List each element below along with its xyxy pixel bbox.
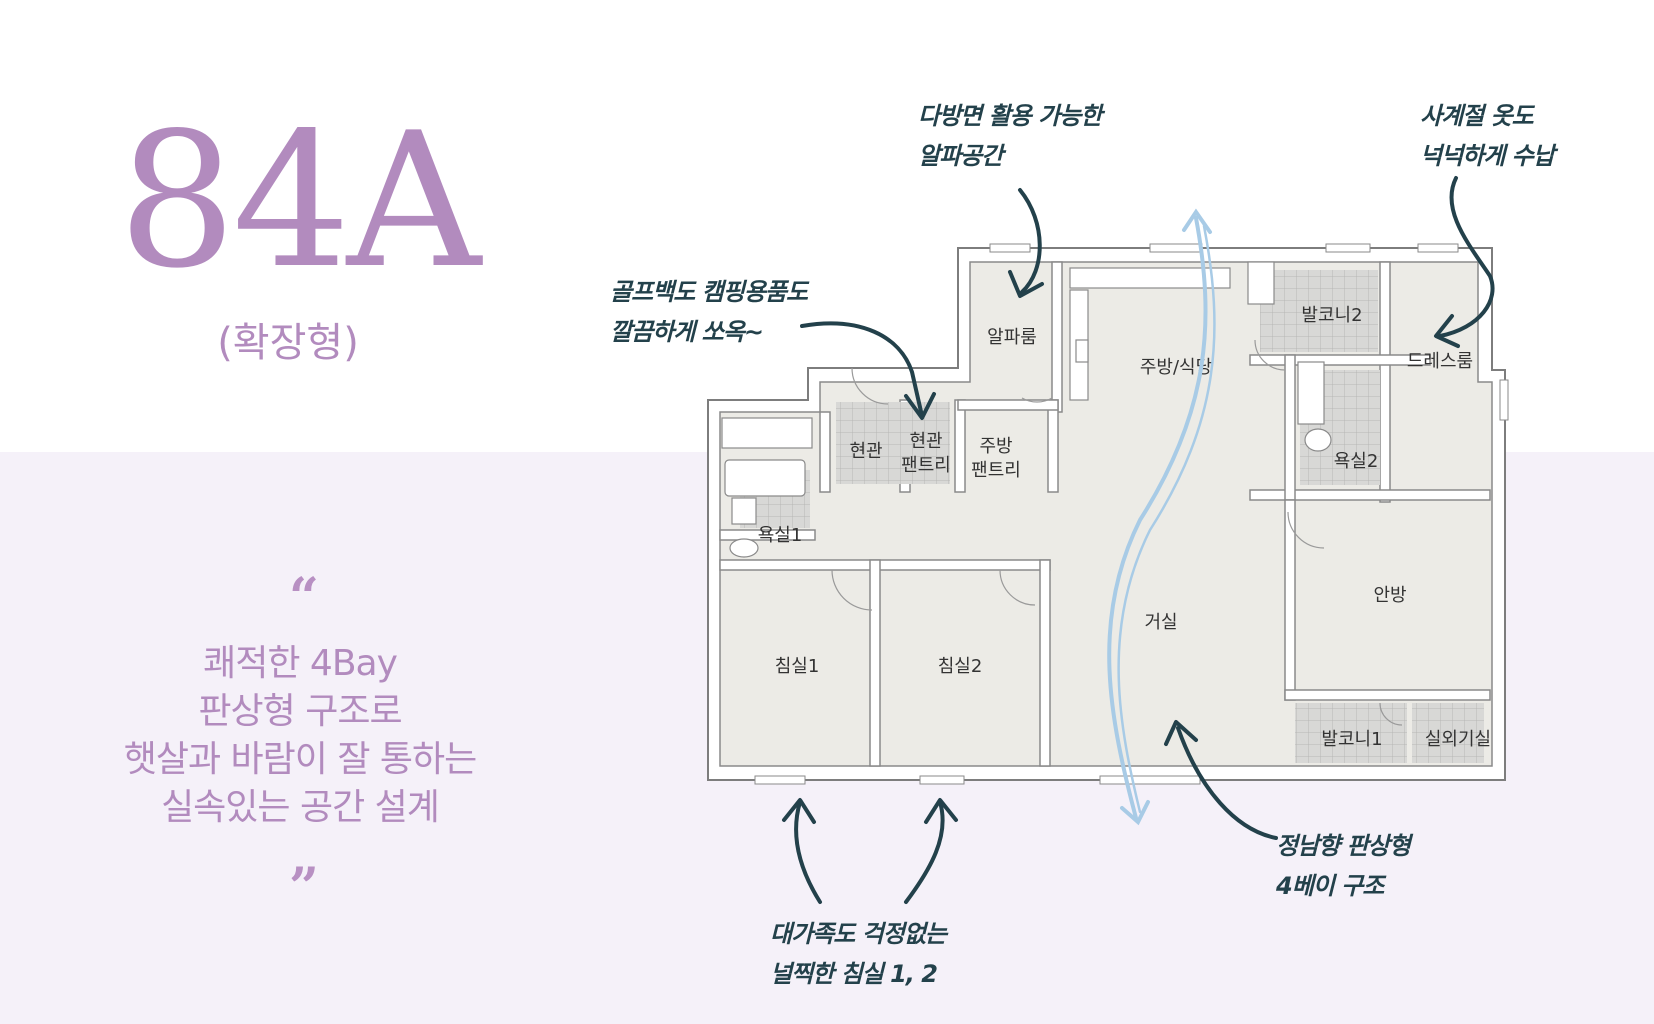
annotation-line: 넉넉하게 수납 [1420, 142, 1555, 170]
unit-type-subtitle: (확장형) [217, 320, 359, 366]
room-bath2: 욕실2 [1334, 451, 1379, 472]
annotation-pantry: 골프백도 캠핑용품도 깔끔하게 쏘옥~ [610, 272, 808, 352]
room-entrance-pantry-line2: 팬트리 [901, 455, 951, 476]
room-balcony1: 발코니1 [1321, 729, 1382, 750]
unit-type-title: 84A [118, 92, 481, 309]
close-quote-icon: ” [289, 857, 319, 918]
hand-drawn-arrow-icon [782, 176, 1495, 904]
room-bath1: 욕실1 [758, 525, 803, 546]
annotation-bedrooms: 대가족도 걱정없는 널찍한 침실 1, 2 [770, 914, 947, 994]
annotation-dressroom: 사계절 옷도 넉넉하게 수납 [1420, 96, 1555, 176]
room-kitchen-pantry-line2: 팬트리 [971, 460, 1021, 481]
tiled-areas [740, 270, 1484, 763]
room-dressroom: 드레스룸 [1407, 351, 1473, 372]
room-bedroom2: 침실2 [938, 656, 983, 677]
room-outdoor-unit: 실외기실 [1425, 729, 1491, 750]
annotation-line: 골프백도 캠핑용품도 [610, 278, 808, 306]
annotation-line: 다방면 활용 가능한 [918, 102, 1102, 130]
slogan-line: 판상형 구조로 [198, 691, 402, 732]
slogan-line: 실속있는 공간 설계 [161, 787, 440, 828]
airflow-arrow-icon [1107, 208, 1216, 826]
fixtures [721, 261, 1332, 558]
annotation-line: 대가족도 걱정없는 [770, 920, 947, 948]
annotation-line: 알파공간 [918, 142, 1003, 170]
room-living: 거실 [1144, 612, 1177, 633]
slogan-line: 햇살과 바람이 잘 통하는 [123, 739, 478, 780]
room-bedroom1: 침실1 [775, 656, 820, 677]
interior-walls [719, 261, 1491, 767]
annotation-line: 사계절 옷도 [1420, 102, 1534, 130]
annotation-line: 널찍한 침실 1, 2 [770, 960, 938, 988]
room-kitchen-pantry-line1: 주방 [979, 436, 1012, 457]
room-entrance-pantry-line1: 현관 [909, 431, 942, 452]
annotation-alpha: 다방면 활용 가능한 알파공간 [918, 96, 1102, 176]
room-balcony2: 발코니2 [1301, 305, 1362, 326]
annotation-line: 4베이 구조 [1276, 872, 1384, 900]
slogan-line: 쾌적한 4Bay [203, 643, 398, 684]
room-kitchen: 주방/식당 [1140, 357, 1212, 378]
room-alpha: 알파룸 [987, 327, 1037, 348]
open-quote-icon: “ [289, 567, 319, 628]
slogan: 쾌적한 4Bay 판상형 구조로 햇살과 바람이 잘 통하는 실속있는 공간 설… [80, 640, 520, 832]
annotation-line: 정남향 판상형 [1276, 832, 1411, 860]
room-master: 안방 [1373, 585, 1406, 606]
door-swing-icon [831, 339, 1403, 726]
room-entrance: 현관 [849, 441, 882, 462]
annotation-line: 깔끔하게 쏘옥~ [610, 318, 764, 346]
annotation-layout: 정남향 판상형 4베이 구조 [1276, 826, 1411, 906]
